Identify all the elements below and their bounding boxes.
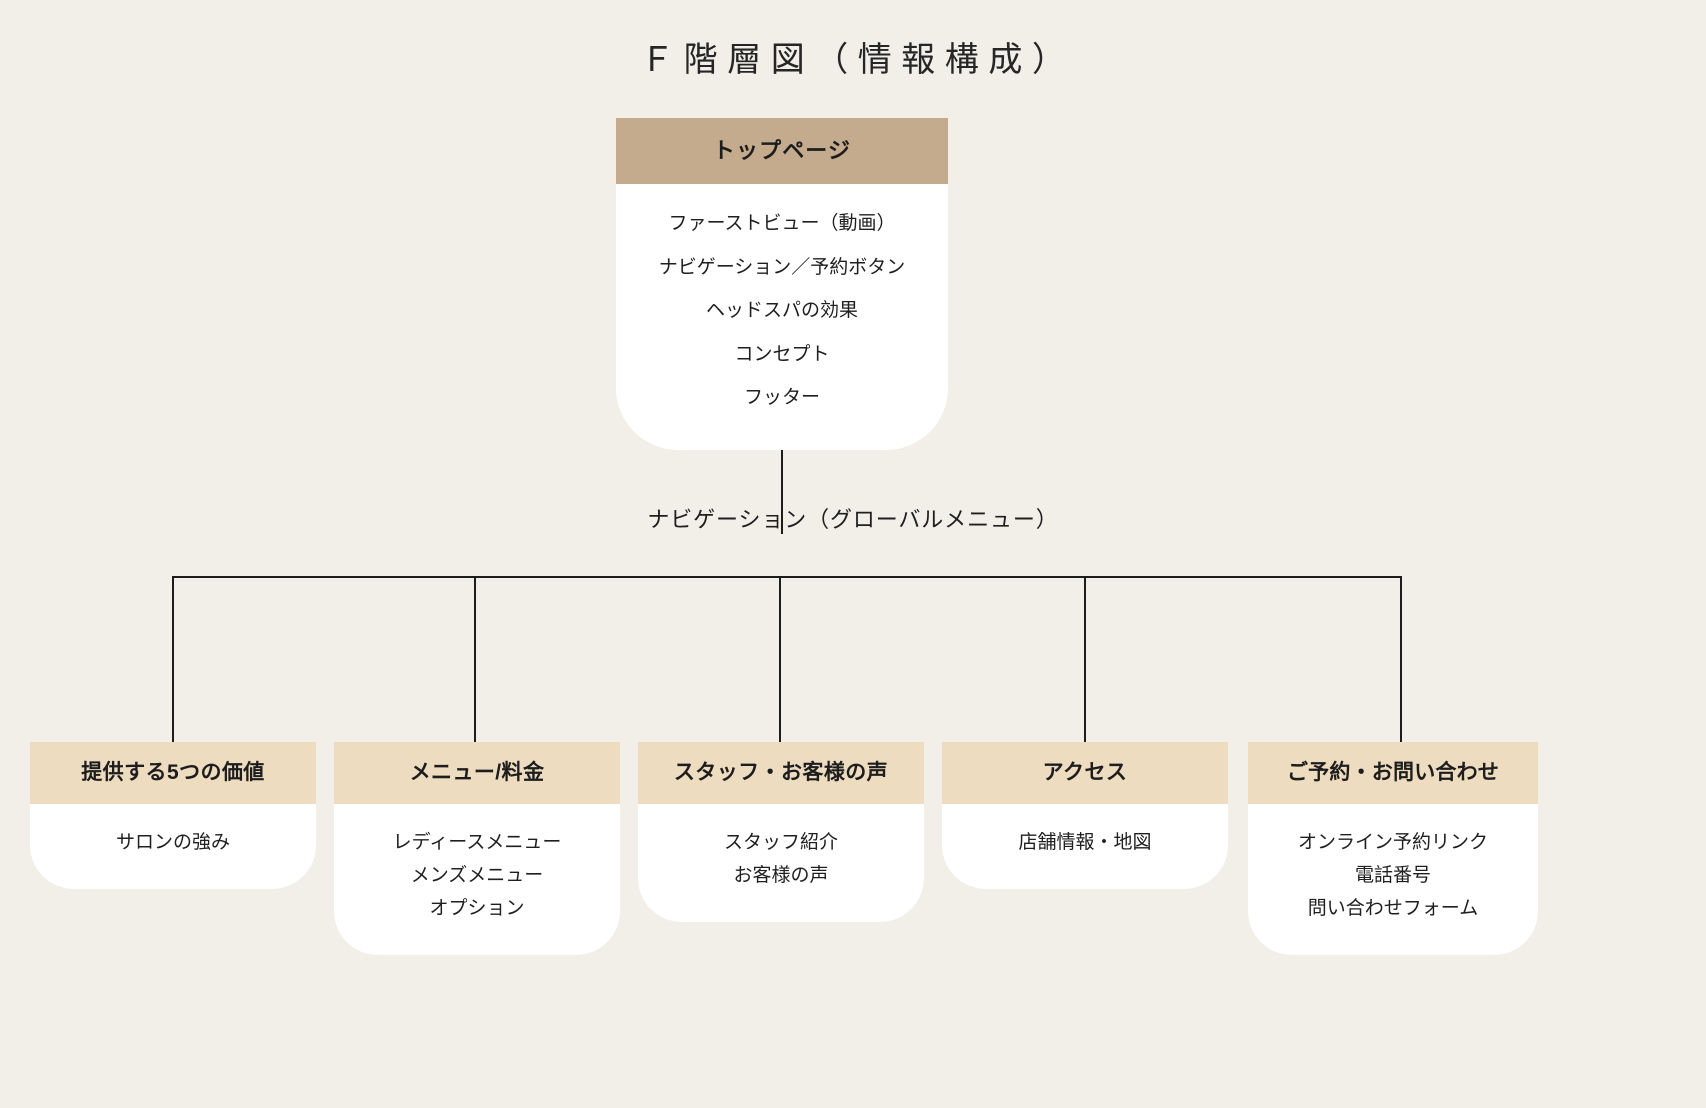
page-title: Ｆ階層図（情報構成） — [640, 41, 1076, 79]
node-card-item: スタッフ紹介 — [723, 832, 838, 853]
node-card-access-body: 店舗情報・地図 — [942, 804, 1228, 889]
node-card-menu-header: メニュー/料金 — [334, 742, 620, 804]
node-card-item: サロンの強み — [115, 832, 230, 853]
node-card-item: メンズメニュー — [410, 865, 544, 886]
connector-drop-5 — [1400, 576, 1402, 742]
node-card-staff-voice: スタッフ・お客様の声 スタッフ紹介 お客様の声 — [638, 742, 924, 922]
node-card-value-header: 提供する5つの価値 — [30, 742, 316, 804]
connector-drop-1 — [172, 576, 174, 742]
connector-drop-4 — [1084, 576, 1086, 800]
node-top-page-item: コンセプト — [734, 343, 830, 365]
node-card-reservation-body: オンライン予約リンク 電話番号 問い合わせフォーム — [1248, 804, 1538, 955]
connector-top-stem — [781, 450, 783, 534]
node-card-item: オプション — [429, 898, 525, 919]
node-card-reservation-header: ご予約・お問い合わせ — [1248, 742, 1538, 804]
node-card-menu: メニュー/料金 レディースメニュー メンズメニュー オプション — [334, 742, 620, 955]
node-top-page-item: フッター — [743, 387, 820, 408]
node-top-page-item: ヘッドスパの効果 — [705, 300, 858, 321]
connector-horizontal-bus — [172, 576, 1402, 578]
node-card-item: オンライン予約リンク — [1297, 832, 1488, 853]
navigation-label: ナビゲーション（グローバルメニュー） — [647, 507, 1059, 532]
node-card-menu-body: レディースメニュー メンズメニュー オプション — [334, 804, 620, 955]
node-card-item: レディースメニュー — [392, 832, 562, 853]
node-card-staff-voice-body: スタッフ紹介 お客様の声 — [638, 804, 924, 922]
node-card-item: 店舗情報・地図 — [1018, 832, 1152, 853]
node-card-value: 提供する5つの価値 サロンの強み — [30, 742, 316, 889]
node-top-page-item: ナビゲーション／予約ボタン — [658, 256, 906, 278]
node-card-value-body: サロンの強み — [30, 804, 316, 889]
node-top-page-body: ファーストビュー（動画） ナビゲーション／予約ボタン ヘッドスパの効果 コンセプ… — [616, 184, 948, 450]
node-card-access: アクセス 店舗情報・地図 — [942, 742, 1228, 889]
connector-drop-2 — [474, 576, 476, 742]
node-card-access-header: アクセス — [942, 742, 1228, 804]
node-card-reservation: ご予約・お問い合わせ オンライン予約リンク 電話番号 問い合わせフォーム — [1248, 742, 1538, 955]
connector-drop-3 — [779, 576, 781, 742]
node-card-staff-voice-header: スタッフ・お客様の声 — [638, 742, 924, 804]
node-top-page-header: トップページ — [616, 118, 948, 184]
node-top-page: トップページ ファーストビュー（動画） ナビゲーション／予約ボタン ヘッドスパの… — [616, 118, 948, 450]
node-card-item: お客様の声 — [733, 865, 829, 886]
node-card-item: 問い合わせフォーム — [1307, 898, 1479, 919]
node-card-item: 電話番号 — [1354, 865, 1431, 886]
node-top-page-item: ファーストビュー（動画） — [668, 213, 896, 234]
